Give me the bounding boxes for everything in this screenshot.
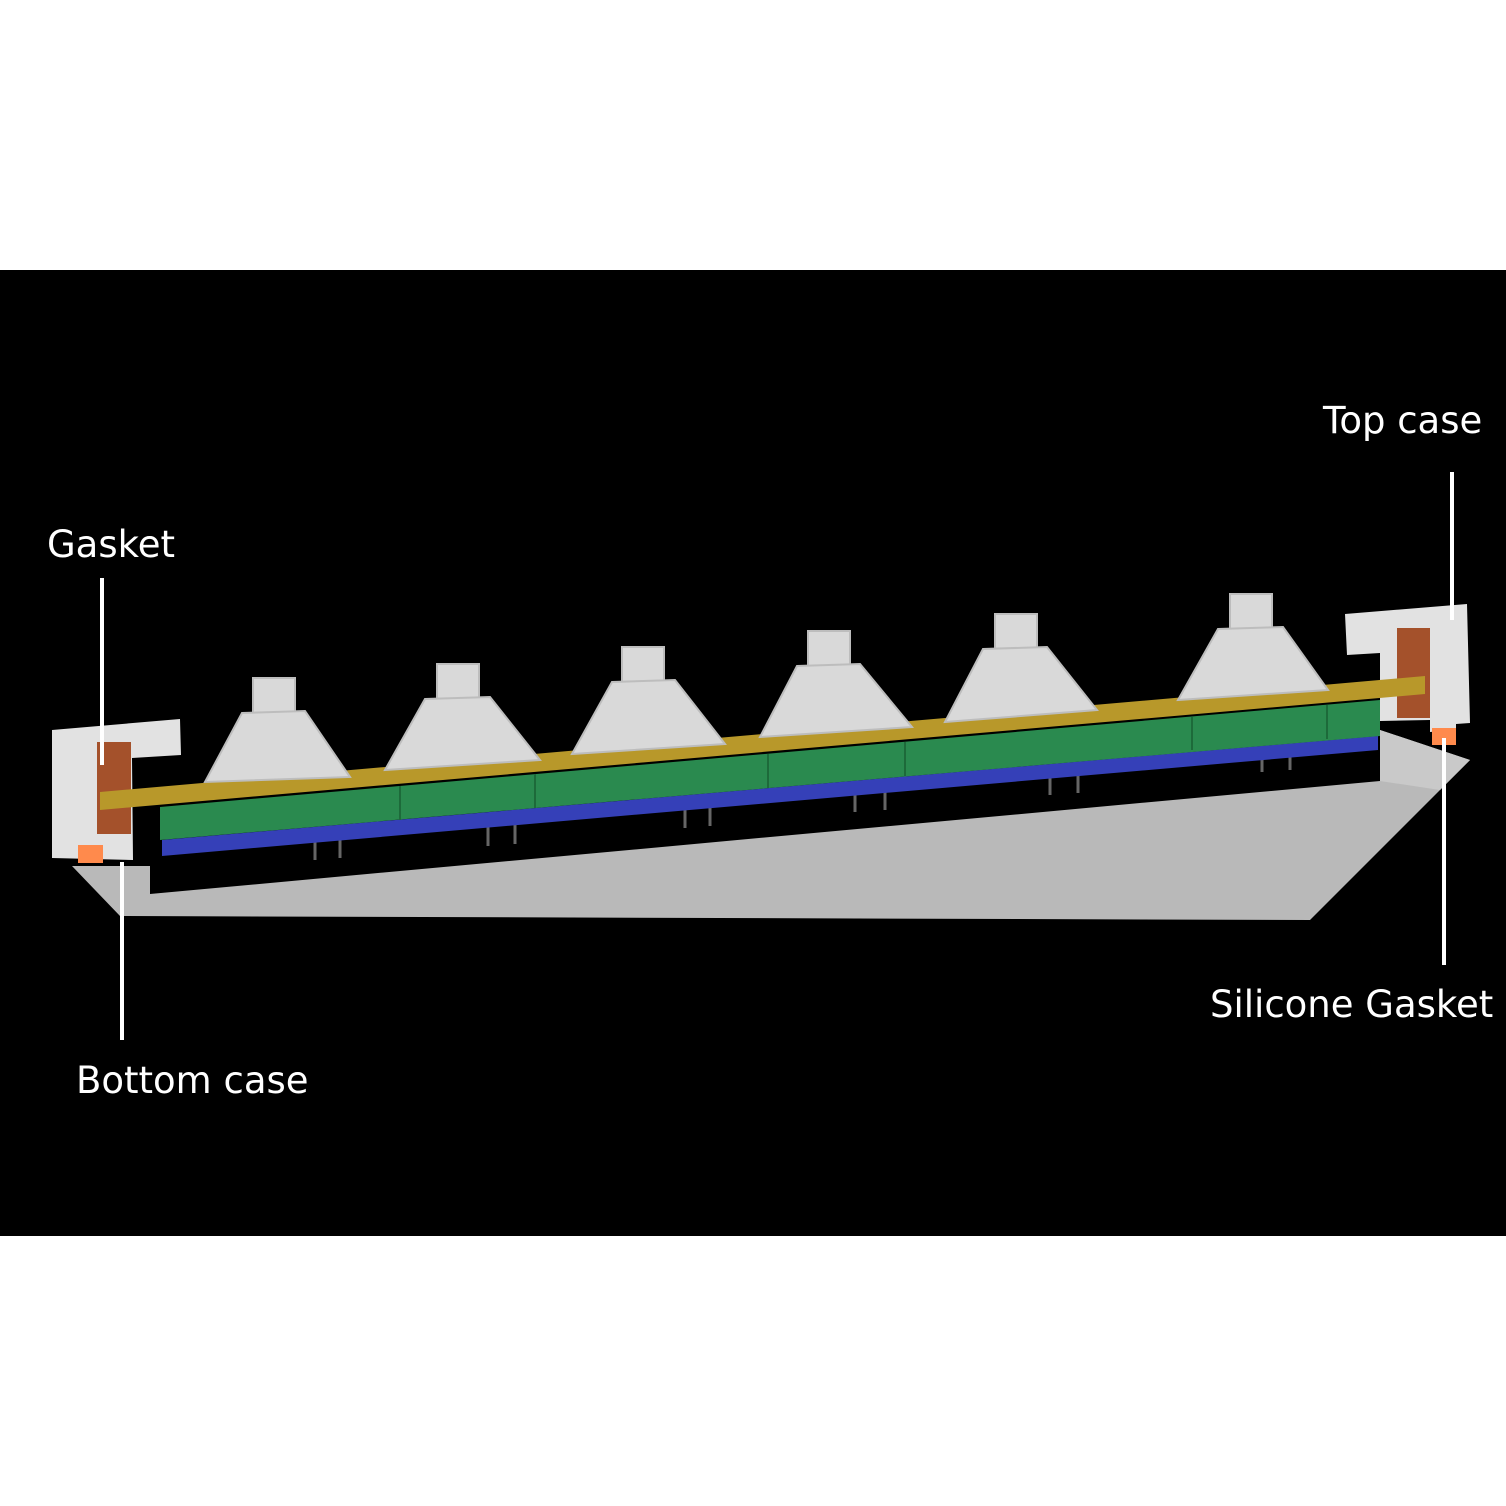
switch-6 [1176,593,1330,702]
switch-pins [313,750,1292,860]
silicone-gasket-right [1432,728,1456,745]
silicone-gasket-label: Silicone Gasket [1210,983,1494,1026]
pcb [162,736,1378,856]
top-case-label: Top case [1323,399,1483,442]
bottom-case-label: Bottom case [76,1059,309,1102]
foam-segments [399,705,1328,820]
switch-2 [383,663,542,772]
switch-4 [758,630,915,739]
switch-1 [203,677,352,784]
pcb-foam [160,700,1380,840]
silicone-gasket-left [78,845,103,863]
gasket-label: Gasket [47,523,176,566]
gasket-right [1397,628,1430,718]
switch-3 [570,646,727,756]
bottom-case-shade [1380,730,1470,790]
switches [203,593,1330,784]
bottom-case [72,730,1470,920]
switch-5 [943,613,1099,724]
